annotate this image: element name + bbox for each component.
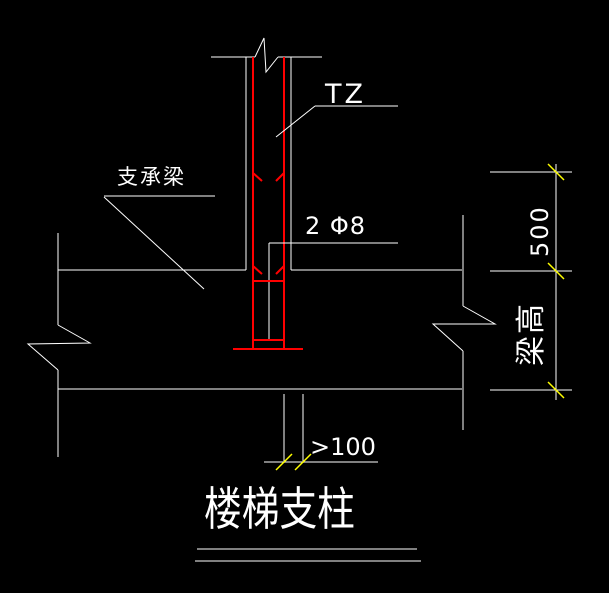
column-outline <box>245 57 292 341</box>
leader-lines <box>103 105 398 290</box>
column-label: TZ <box>325 79 366 110</box>
beam-right-break-symbol <box>431 215 497 430</box>
rebar-callout-label: 2 Φ8 <box>305 212 367 240</box>
support-beam-label: 支承梁 <box>117 165 186 189</box>
drawing-title: 楼梯支柱 <box>204 482 355 536</box>
rebar-lines <box>233 57 303 350</box>
beam-outline <box>58 269 462 390</box>
title-underline <box>195 548 421 562</box>
dimension-ticks <box>275 163 565 471</box>
beam-height-label: 梁高 <box>514 302 549 366</box>
dimension-lines <box>264 164 572 463</box>
beam-left-break-symbol <box>26 233 92 457</box>
dimension-gt100-label: >100 <box>310 433 376 461</box>
dimension-500-label: 500 <box>526 205 554 257</box>
column-top-break-symbol <box>211 37 322 74</box>
